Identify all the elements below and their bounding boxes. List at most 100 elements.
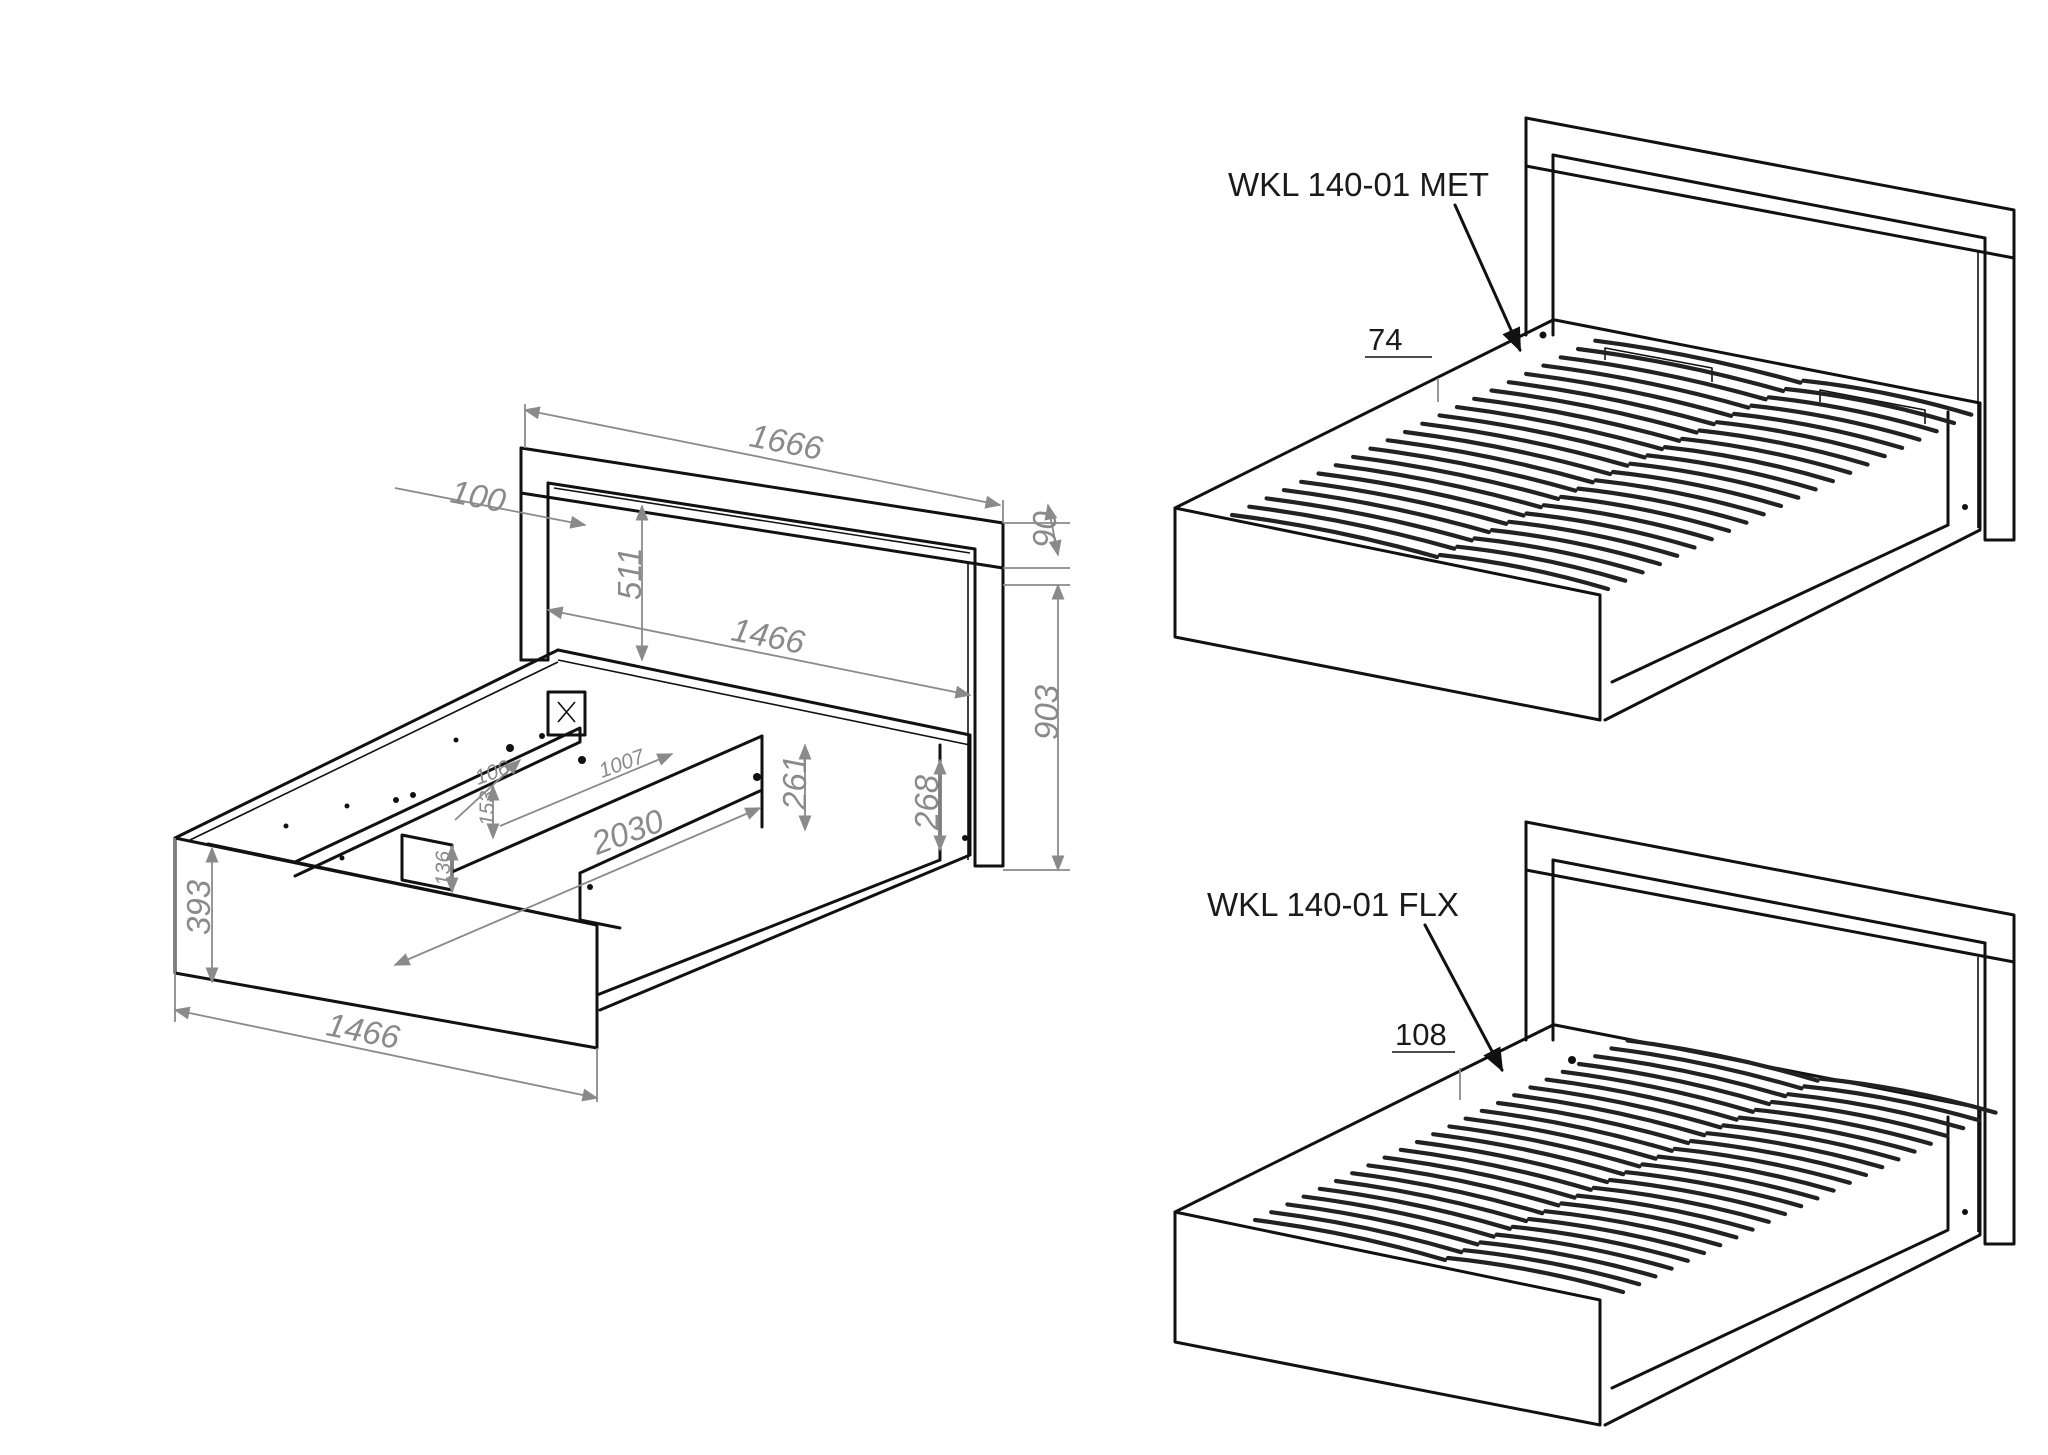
slat (1351, 454, 1561, 501)
dim-total-height: 903 (1028, 684, 1065, 740)
slat (1625, 1038, 1820, 1083)
slat (1510, 1224, 1690, 1263)
slat (1783, 386, 1957, 426)
slat (1317, 1186, 1512, 1231)
dim-inner-length: 1007 (596, 745, 649, 783)
slat (1802, 1084, 1982, 1123)
slat (1524, 511, 1697, 550)
slat (1721, 1123, 1901, 1162)
slat (1560, 1069, 1755, 1114)
slat (1385, 438, 1595, 485)
slat (1818, 1076, 1998, 1115)
slat (1559, 1201, 1739, 1240)
variant-flx-annotation: WKL 140-01 FLX 108 (1207, 886, 1504, 1100)
slat (1301, 1194, 1496, 1239)
slat (1333, 463, 1543, 510)
dim-headboard-panel-height: 511 (611, 547, 648, 600)
slat (1575, 1193, 1755, 1232)
dim-overall-width: 1666 (747, 417, 827, 467)
slat (1229, 512, 1440, 560)
slat (1281, 488, 1491, 535)
slat (1645, 453, 1818, 492)
slat (1506, 380, 1716, 427)
slat (1628, 461, 1801, 500)
slat (1333, 1178, 1529, 1224)
slat (1285, 1202, 1480, 1247)
slat (1494, 1232, 1674, 1271)
slat (1558, 355, 1768, 402)
slat (1495, 1100, 1691, 1146)
slat (1753, 1107, 1933, 1146)
slat (1252, 1217, 1448, 1263)
slat (1541, 503, 1714, 542)
slat (1472, 536, 1645, 575)
slat (1512, 1093, 1707, 1138)
slat (1447, 1124, 1642, 1169)
slat (1680, 436, 1853, 475)
variant-flx-drawing (1173, 820, 2016, 1427)
slat (1697, 428, 1870, 467)
dim-support-height: 153 (476, 791, 499, 826)
slat (1247, 504, 1457, 551)
variant-flx-clearance: 108 (1395, 1017, 1447, 1052)
slat (1524, 371, 1734, 418)
dim-frame-height: 393 (180, 879, 217, 935)
slat (1299, 479, 1509, 526)
slat (1398, 1147, 1593, 1192)
slat (1662, 445, 1835, 484)
dim-headboard-top-height: 90 (1026, 511, 1063, 548)
slat (1264, 496, 1474, 543)
slat (1350, 1171, 1545, 1216)
slat (1445, 1255, 1626, 1295)
slat (1479, 1108, 1674, 1153)
slat (1593, 1054, 1788, 1099)
variant-flx-slats (1252, 1038, 1998, 1295)
slat (1402, 429, 1613, 477)
dim-side-height-left: 261 (776, 755, 813, 811)
slat (1368, 446, 1578, 493)
slat (1455, 544, 1628, 583)
slat (1454, 405, 1664, 452)
slat (1541, 363, 1751, 410)
slat (1714, 420, 1887, 459)
slat (1672, 1146, 1852, 1185)
variant-met-label: WKL 140-01 MET (1228, 166, 1489, 203)
slat (1593, 478, 1766, 517)
slat (1609, 1046, 1804, 1091)
slat (1640, 1162, 1820, 1201)
dim-side-height-right: 268 (908, 774, 945, 831)
slat (1543, 1209, 1723, 1248)
variant-met-annotation: WKL 140-01 MET 74 (1228, 166, 1522, 402)
variant-met-slats (1229, 338, 1974, 592)
slat (1489, 528, 1662, 567)
slat (1737, 1115, 1917, 1154)
dim-support-beam-height: 136 (432, 851, 455, 886)
slat (1688, 1138, 1869, 1178)
slat (1420, 421, 1630, 468)
slat (1766, 395, 1939, 434)
slat (1769, 1099, 1950, 1139)
slat (1610, 469, 1784, 509)
slat (1316, 471, 1526, 518)
slat (1732, 411, 1905, 450)
slat (1507, 519, 1680, 558)
slat (1607, 1177, 1788, 1217)
slat (1705, 1131, 1885, 1170)
slat (1624, 1170, 1804, 1209)
slat (1801, 378, 1974, 417)
slat (1269, 1210, 1464, 1255)
slat (1366, 1163, 1561, 1208)
variant-met-clearance: 74 (1368, 322, 1402, 357)
slat (1478, 1240, 1658, 1279)
slat (1575, 346, 1786, 394)
slat (1414, 1139, 1610, 1185)
slat (1437, 413, 1647, 460)
variant-flx-label: WKL 140-01 FLX (1207, 886, 1459, 923)
dim-inner-width: 1466 (729, 611, 809, 661)
slat (1576, 1061, 1772, 1107)
main-bed-frame (173, 446, 1005, 1050)
slat (1489, 388, 1699, 435)
slat (1431, 1132, 1626, 1177)
slat (1463, 1116, 1658, 1161)
